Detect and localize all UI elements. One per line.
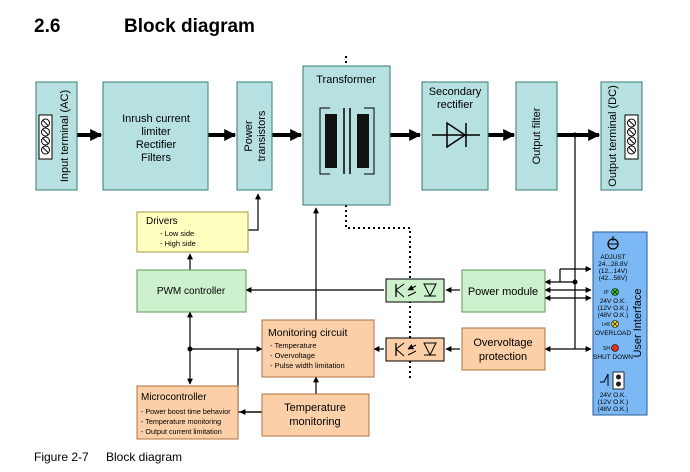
adjust-line-1: ADJUST xyxy=(600,254,625,261)
ok-led-label: IP xyxy=(604,290,609,296)
output-filter-block: Output filter xyxy=(515,81,558,191)
monitoring-item-3: - Pulse width limitation xyxy=(270,361,345,370)
user-interface-title: User Interface xyxy=(632,288,644,357)
power-transistors-block: Power transistors xyxy=(236,81,273,191)
monitoring-title: Monitoring circuit xyxy=(268,327,347,339)
inrush-line-3: Rectifier xyxy=(136,139,177,151)
inrush-block: Inrush current limiter Rectifier Filters xyxy=(102,81,209,191)
shutdown-text: SHUT DOWN xyxy=(593,354,633,361)
microcontroller-item-1: - Power boost time behavior xyxy=(141,407,231,416)
relay-line-2: (12V O.K.) xyxy=(598,399,629,406)
overload-led-label: I>R xyxy=(602,322,610,328)
power-module-label: Power module xyxy=(468,286,538,298)
inrush-line-4: Filters xyxy=(141,152,171,164)
monitoring-item-2: - Overvoltage xyxy=(270,351,315,360)
transformer-label: Transformer xyxy=(316,74,376,86)
ok-led-icon xyxy=(611,288,619,296)
figure-caption: Block diagram xyxy=(106,450,183,464)
shutdown-led-icon xyxy=(611,344,619,352)
pwm-controller-label: PWM controller xyxy=(157,286,226,297)
isolation-line-lower xyxy=(345,205,411,380)
microcontroller-block: Microcontroller - Power boost time behav… xyxy=(136,385,239,440)
signal-lines xyxy=(187,135,592,415)
section-number: 2.6 xyxy=(34,16,61,37)
ok-line-3: (48V O.K.) xyxy=(598,312,629,319)
drivers-block: Drivers - Low side - High side xyxy=(136,211,249,253)
overvoltage-line-1: Overvoltage xyxy=(473,337,532,349)
adjust-line-4: (42...56V) xyxy=(599,275,628,282)
temperature-monitoring-line-2: monitoring xyxy=(289,416,340,428)
microcontroller-item-2: - Temperature monitoring xyxy=(141,417,221,426)
power-module-block: Power module xyxy=(461,269,546,313)
inrush-line-2: limiter xyxy=(141,126,171,138)
ok-line-2: (12V O.K.) xyxy=(598,305,629,312)
drivers-item-2: - High side xyxy=(160,239,196,248)
relay-line-1: 24V O.K. xyxy=(600,392,627,399)
adjust-line-2: 24...28.8V xyxy=(598,261,628,268)
figure-number: Figure 2-7 xyxy=(34,450,89,464)
overload-led-icon xyxy=(611,320,619,328)
output-terminal-label: Output terminal (DC) xyxy=(607,85,619,186)
temperature-monitoring-block: Temperature monitoring xyxy=(261,393,370,437)
adjust-knob-icon xyxy=(607,236,619,250)
input-terminal-block: Input terminal (AC) xyxy=(35,81,78,191)
secondary-rectifier-line-2: rectifier xyxy=(437,99,473,111)
shutdown-led-label: SH xyxy=(603,346,610,352)
output-terminal-block: Output terminal (DC) xyxy=(600,81,643,191)
secondary-rectifier-line-1: Secondary xyxy=(429,86,482,98)
power-transistors-line-2: transistors xyxy=(256,110,268,161)
optocoupler-lower xyxy=(385,337,445,362)
relay-contact-icon xyxy=(600,371,625,390)
microcontroller-item-3: - Output current limitation xyxy=(141,427,222,436)
input-terminal-label: Input terminal (AC) xyxy=(59,90,71,182)
overload-text: OVERLOAD xyxy=(595,330,631,337)
power-transistors-line-1: Power xyxy=(243,120,255,152)
microcontroller-title: Microcontroller xyxy=(141,392,207,403)
monitoring-circuit-block: Monitoring circuit - Temperature - Overv… xyxy=(261,319,375,378)
drivers-item-1: - Low side xyxy=(160,229,194,238)
transformer-block: Transformer xyxy=(302,65,391,206)
user-interface-block: User Interface ADJUST 24...28.8V (12...1… xyxy=(592,231,648,416)
optocoupler-upper xyxy=(385,278,445,303)
adjust-line-3: (12...14V) xyxy=(599,268,628,275)
output-filter-label: Output filter xyxy=(531,107,543,164)
secondary-rectifier-block: Secondary rectifier xyxy=(421,81,489,191)
overvoltage-block: Overvoltage protection xyxy=(461,327,546,371)
pwm-controller-block: PWM controller xyxy=(136,269,247,313)
overvoltage-line-2: protection xyxy=(479,351,527,363)
section-title: Block diagram xyxy=(124,16,255,37)
temperature-monitoring-line-1: Temperature xyxy=(284,402,346,414)
monitoring-item-1: - Temperature xyxy=(270,341,317,350)
drivers-title: Drivers xyxy=(146,216,178,227)
junction-dots xyxy=(187,132,578,352)
ok-line-1: 24V O.K. xyxy=(600,298,627,305)
inrush-line-1: Inrush current xyxy=(122,113,190,125)
relay-line-3: (48V O.K.) xyxy=(598,406,629,413)
